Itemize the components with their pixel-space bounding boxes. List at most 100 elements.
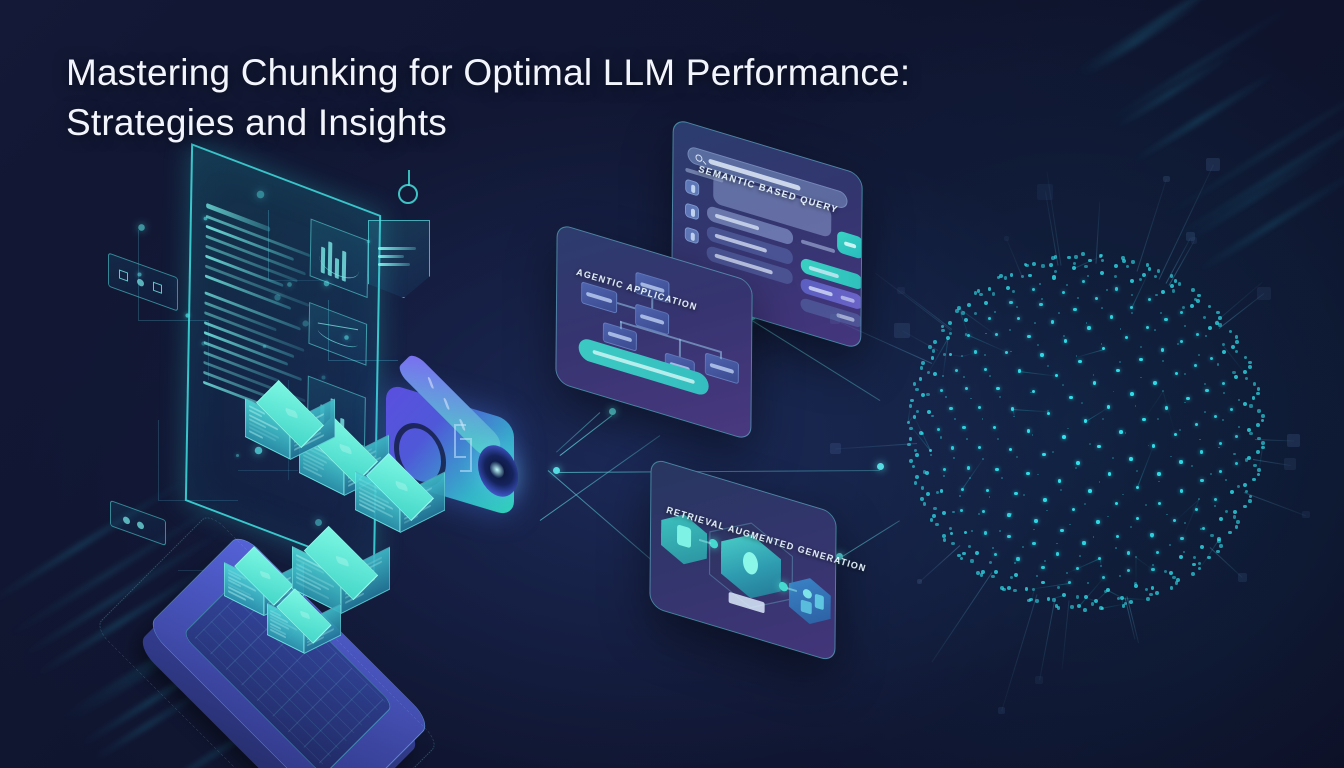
- globe-node: [942, 352, 946, 356]
- globe-node: [1025, 263, 1029, 268]
- globe-node: [1083, 503, 1086, 505]
- globe-node: [1052, 598, 1056, 602]
- globe-node: [1218, 441, 1222, 446]
- globe-node: [1176, 578, 1181, 583]
- globe-node: [1173, 432, 1178, 437]
- globe-node: [1247, 365, 1252, 370]
- globe-node: [1219, 469, 1223, 473]
- globe-node: [1056, 586, 1060, 590]
- globe-node: [1141, 272, 1146, 277]
- globe-node: [1130, 311, 1133, 314]
- globe-node: [991, 575, 995, 579]
- flow-node[interactable]: [704, 352, 739, 385]
- globe-node: [1052, 275, 1057, 280]
- globe-node: [987, 287, 992, 292]
- globe-node: [929, 518, 934, 522]
- globe-node: [974, 550, 979, 555]
- globe-node: [1106, 405, 1111, 409]
- globe-node: [906, 442, 911, 447]
- globe-endpoint-chip: [894, 322, 910, 339]
- globe-node: [962, 551, 967, 556]
- cube-glyph-icon: [394, 480, 409, 492]
- stat-panel-hud: [108, 252, 178, 312]
- cube-glyph-icon: [299, 610, 311, 620]
- globe-node: [1180, 537, 1184, 541]
- globe-node: [908, 404, 913, 408]
- globe-node: [957, 553, 961, 558]
- list-icon[interactable]: [684, 202, 700, 221]
- globe-node: [1233, 510, 1237, 515]
- globe-node: [994, 333, 998, 337]
- globe-node: [1178, 554, 1183, 559]
- globe-node: [1169, 274, 1174, 278]
- user-hex-icon[interactable]: [789, 572, 831, 630]
- globe-node: [1131, 260, 1135, 264]
- globe-node: [985, 488, 990, 492]
- globe-node: [1242, 401, 1247, 406]
- document-chart-thumb-1: [309, 218, 369, 299]
- globe-node: [1119, 360, 1122, 363]
- globe-node: [1039, 303, 1043, 307]
- globe-node: [1037, 473, 1039, 476]
- search-go-button[interactable]: [837, 230, 863, 260]
- globe-node: [1016, 317, 1021, 321]
- globe-node: [1074, 255, 1078, 259]
- globe-node: [1235, 339, 1239, 344]
- globe-node: [918, 431, 923, 436]
- globe-node: [1169, 571, 1174, 576]
- globe-node: [998, 396, 1001, 398]
- globe-node: [1063, 339, 1068, 343]
- globe-node: [1013, 573, 1018, 578]
- globe-node: [1045, 509, 1048, 512]
- globe-node: [1228, 530, 1232, 535]
- doc-icon[interactable]: [685, 178, 700, 197]
- globe-node: [1075, 567, 1079, 571]
- globe-node: [1071, 507, 1076, 512]
- globe-node: [1210, 533, 1214, 538]
- globe-node: [1150, 533, 1154, 537]
- globe-node: [1235, 462, 1239, 466]
- globe-node: [1073, 307, 1077, 312]
- globe-node: [925, 470, 930, 475]
- globe-node: [1115, 534, 1119, 539]
- globe-node: [1101, 575, 1106, 579]
- globe-node: [1076, 604, 1081, 608]
- globe-node: [981, 509, 985, 514]
- globe-spoke: [835, 443, 918, 450]
- globe-node: [1100, 565, 1102, 568]
- globe-node: [953, 457, 956, 460]
- globe-node: [981, 569, 985, 574]
- globe-node: [1257, 409, 1261, 413]
- globe-node: [1004, 350, 1009, 354]
- globe-node: [1242, 504, 1247, 509]
- globe-node: [992, 546, 995, 549]
- globe-node: [1088, 489, 1092, 493]
- globe-node: [1109, 315, 1113, 319]
- globe-node: [1009, 273, 1014, 278]
- globe-node: [1201, 526, 1205, 530]
- globe-node: [940, 436, 943, 439]
- globe-node: [1219, 544, 1223, 548]
- connector-node: [553, 467, 560, 474]
- globe-node: [1120, 596, 1125, 600]
- globe-node: [1177, 282, 1182, 286]
- globe-node: [1021, 274, 1025, 279]
- globe-node: [992, 292, 996, 296]
- globe-node: [1183, 372, 1186, 375]
- globe-node: [1032, 541, 1036, 546]
- globe-node: [942, 474, 946, 477]
- globe-node: [920, 486, 924, 490]
- globe-node: [1198, 497, 1201, 500]
- globe-node: [1093, 599, 1098, 604]
- globe-node: [1145, 326, 1150, 330]
- globe-node: [1216, 537, 1221, 541]
- globe-node: [1021, 545, 1024, 548]
- globe-node: [1007, 535, 1011, 539]
- tag-icon[interactable]: [684, 226, 699, 245]
- globe-node: [966, 438, 968, 441]
- card-retrieval-augmented-generation[interactable]: [649, 457, 837, 663]
- globe-node: [969, 397, 972, 400]
- globe-node: [951, 541, 955, 546]
- globe-node: [914, 448, 918, 452]
